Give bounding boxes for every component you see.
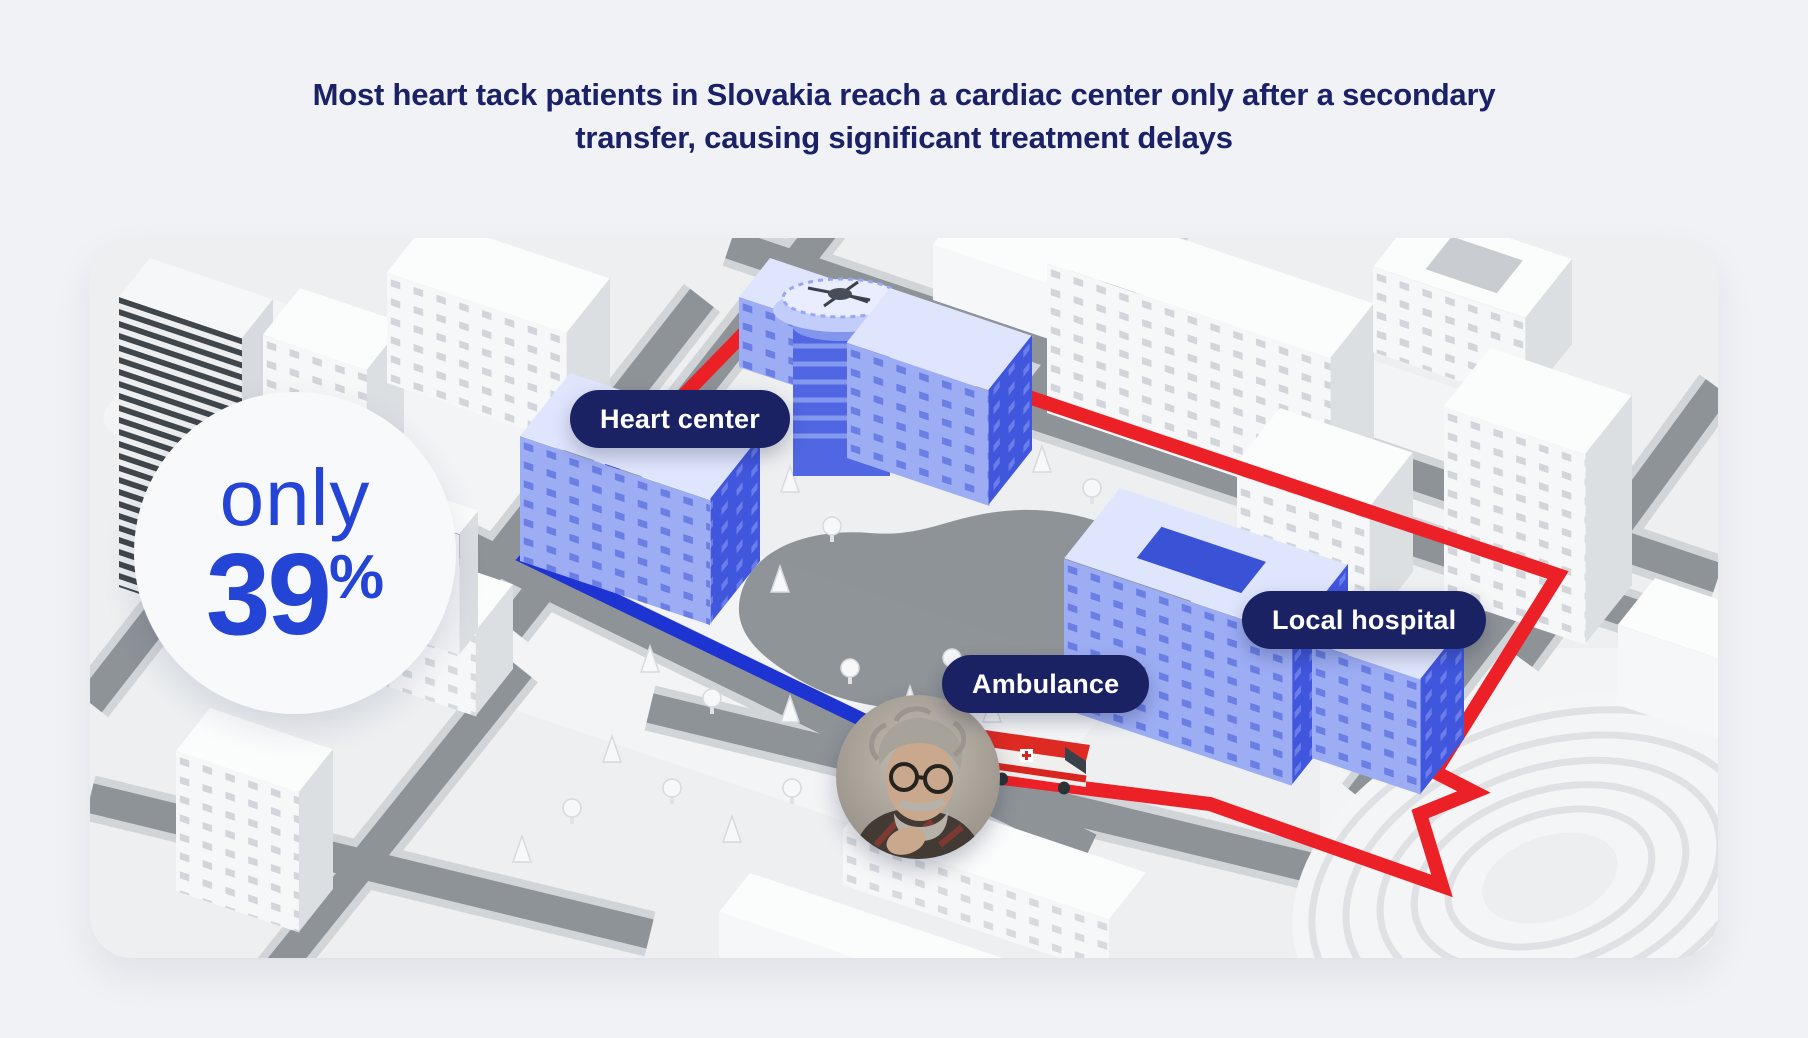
patient-portrait-art [836, 695, 1000, 859]
helicopter-icon [807, 280, 871, 308]
stat-badge-prefix: only [219, 452, 371, 542]
page-title: Most heart tack patients in Slovakia rea… [312, 77, 1496, 155]
local-hospital-label: Local hospital [1242, 591, 1487, 649]
stat-badge-unit: % [328, 542, 385, 612]
stat-badge-value-row: 39 % [205, 528, 385, 659]
ambulance-van [980, 730, 1090, 795]
stat-badge: only 39 % [134, 392, 456, 714]
ambulance-label: Ambulance [942, 655, 1150, 713]
heart-center-label: Heart center [570, 390, 790, 448]
heart-center-building [520, 258, 1033, 626]
city-map: Heart center Local hospital Ambulance on… [90, 238, 1718, 958]
stat-badge-value: 39 [205, 528, 332, 659]
patient-photo [836, 695, 1000, 859]
